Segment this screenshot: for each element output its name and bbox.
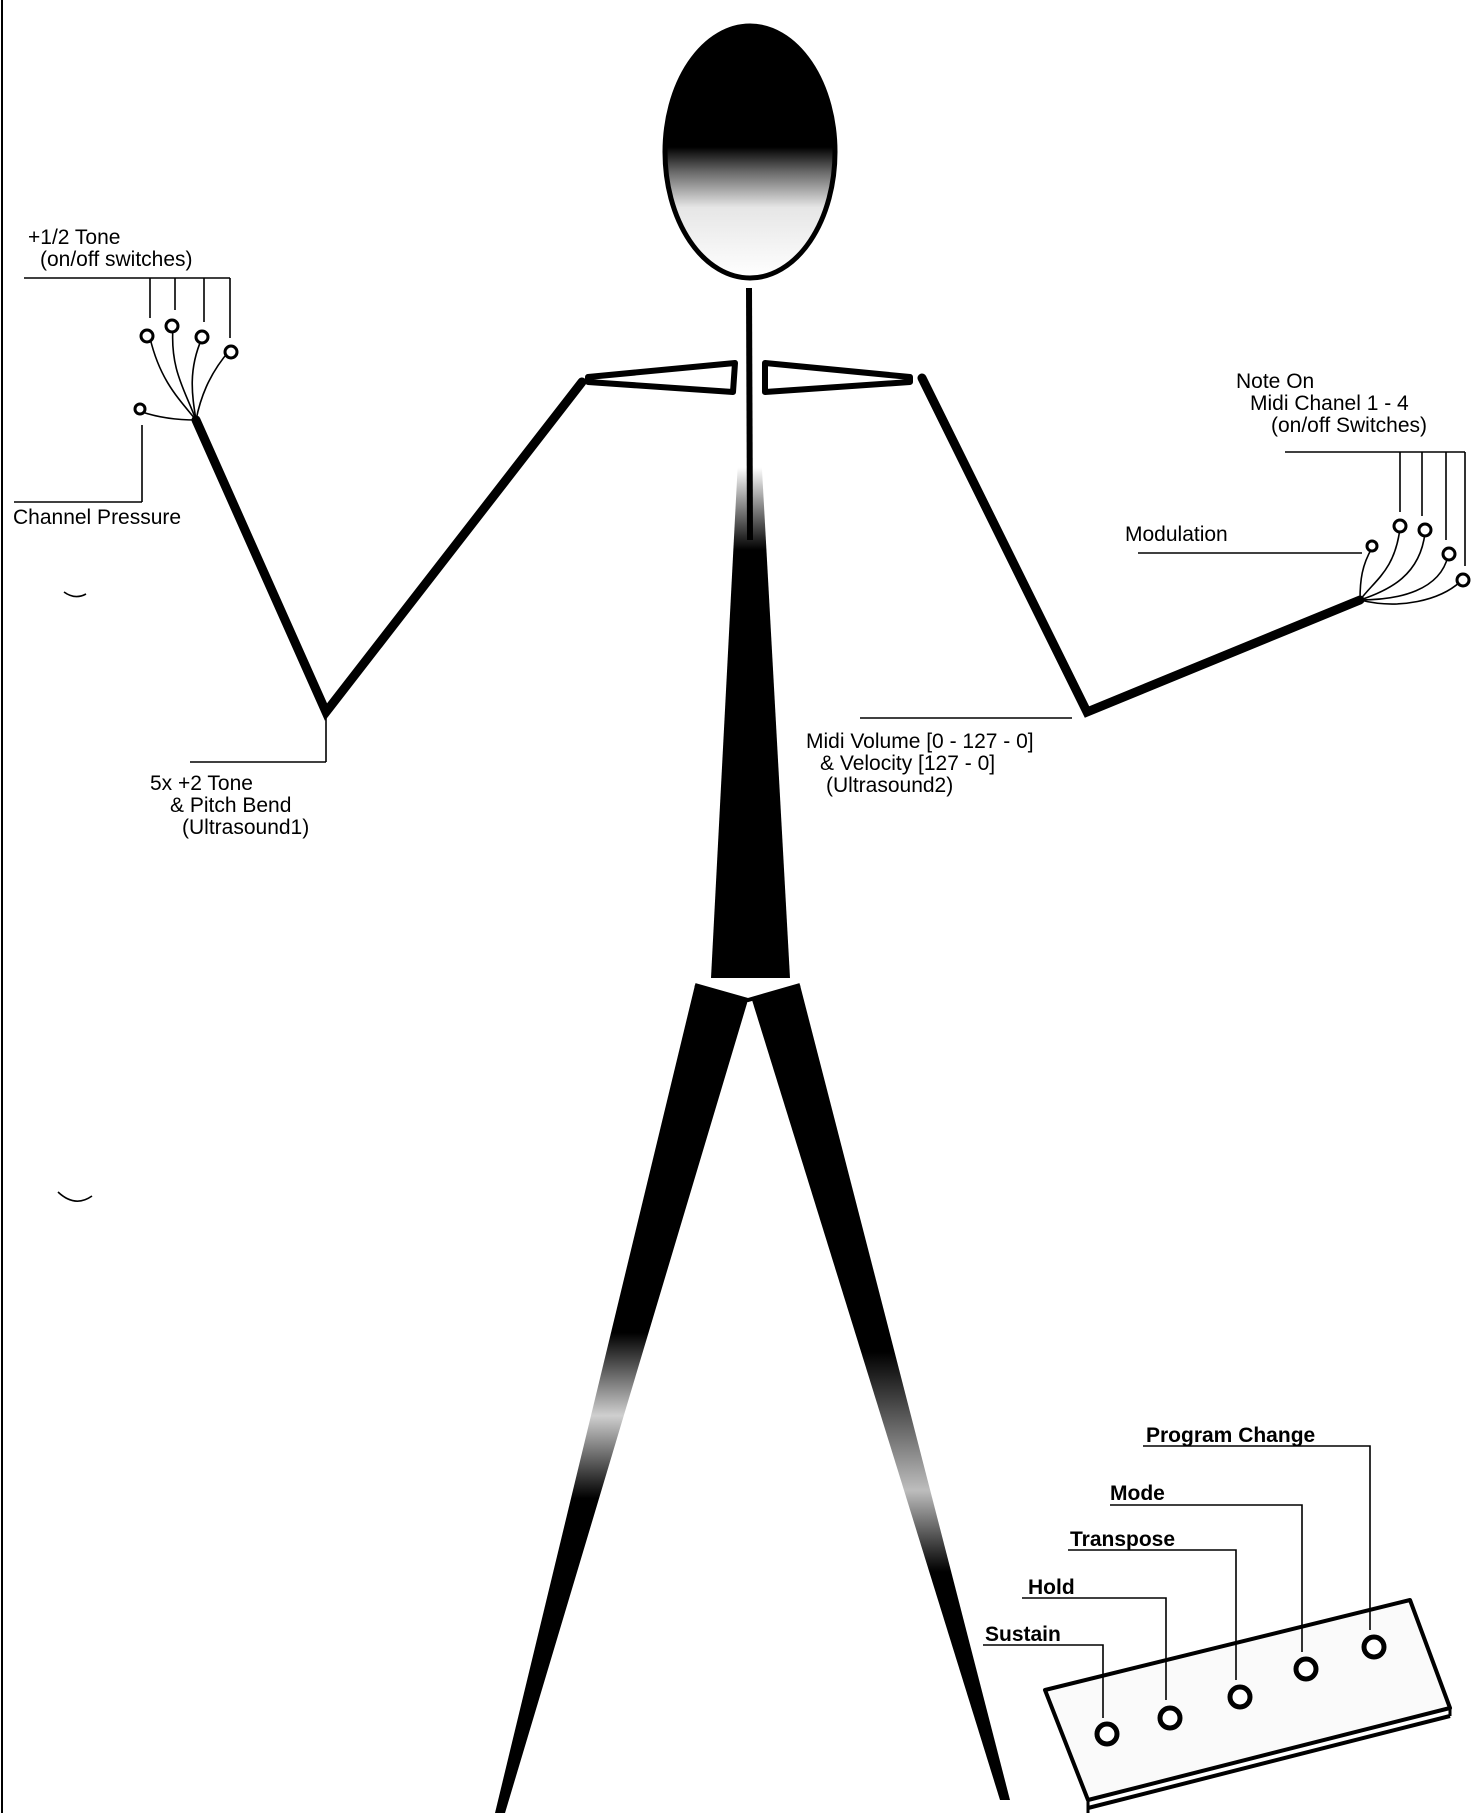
channel-pressure-label: Channel Pressure	[13, 506, 181, 529]
margin-mark-1	[64, 592, 86, 597]
mode-pedal-button[interactable]	[1296, 1659, 1316, 1679]
left-elbow-callout	[190, 718, 326, 762]
leg-right	[752, 985, 1010, 1800]
hold-pedal-button[interactable]	[1160, 1708, 1180, 1728]
sustain-label: Sustain	[985, 1623, 1061, 1646]
half-tone-sub-label: (on/off switches)	[40, 248, 193, 271]
margin-mark-2	[58, 1192, 92, 1201]
program-change-label: Program Change	[1146, 1424, 1315, 1447]
left-elbow-label-2: & Pitch Bend	[170, 794, 291, 817]
shoulder-left	[588, 363, 735, 392]
note-on-label-2: Midi Chanel 1 - 4	[1250, 392, 1409, 415]
leg-left	[495, 985, 748, 1813]
sustain-pedal-button[interactable]	[1097, 1724, 1117, 1744]
left-elbow-label-1: 5x +2 Tone	[150, 772, 253, 795]
right-elbow-label-3: (Ultrasound2)	[826, 774, 953, 797]
arm-left	[196, 382, 582, 712]
transpose-label: Transpose	[1070, 1528, 1175, 1551]
transpose-pedal-button[interactable]	[1230, 1687, 1250, 1707]
channel-pressure-callout	[14, 425, 142, 502]
right-elbow-label-1: Midi Volume [0 - 127 - 0]	[806, 730, 1034, 753]
half-tone-callout	[24, 278, 230, 338]
right-elbow-label-2: & Velocity [127 - 0]	[820, 752, 995, 775]
neck-line	[749, 288, 750, 540]
modulation-label: Modulation	[1125, 523, 1228, 546]
left-elbow-label-3: (Ultrasound1)	[182, 816, 309, 839]
head	[665, 26, 835, 278]
program-change-pedal-button[interactable]	[1364, 1637, 1384, 1657]
hold-label: Hold	[1028, 1576, 1075, 1599]
note-on-label-1: Note On	[1236, 370, 1314, 393]
left-hand	[135, 320, 237, 420]
shoulder-right	[765, 363, 910, 392]
mode-label: Mode	[1110, 1482, 1165, 1505]
right-hand	[1360, 520, 1469, 604]
half-tone-label: +1/2 Tone	[28, 226, 120, 249]
note-on-label-3: (on/off Switches)	[1271, 414, 1427, 437]
